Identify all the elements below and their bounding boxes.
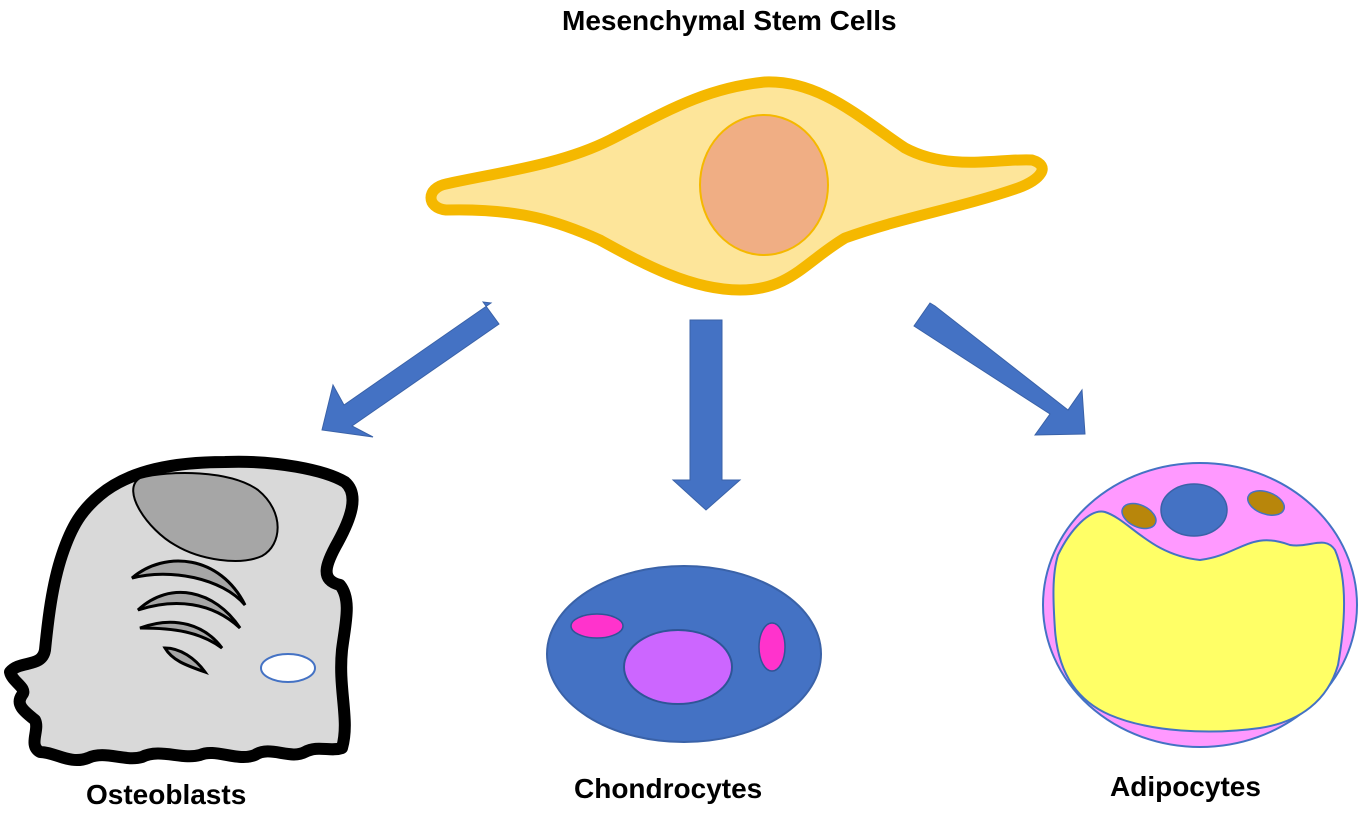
adipocyte-granule-left <box>1121 502 1157 530</box>
chondrocyte-granule-right <box>758 622 786 672</box>
chondrocytes-label: Chondrocytes <box>574 773 763 804</box>
adipocyte-lipid-droplet <box>1052 510 1345 733</box>
arrow-to-osteoblasts <box>321 301 500 438</box>
adipocytes-label: Adipocytes <box>1110 771 1261 802</box>
golgi-band-1 <box>131 559 247 606</box>
osteoblast-nucleus <box>132 472 279 562</box>
chondrocyte-cell <box>546 565 822 743</box>
osteoblasts-label: Osteoblasts <box>86 779 247 810</box>
stem-cell-nucleus <box>699 114 829 256</box>
arrow-to-adipocytes <box>913 302 1086 436</box>
golgi-band-3 <box>139 620 224 650</box>
osteoblast-cell <box>4 455 359 767</box>
arrow-to-chondrocytes <box>671 319 742 511</box>
chondrocyte-granule-left <box>570 613 624 639</box>
osteoblast-vesicle <box>260 653 316 683</box>
mesenchymal-stem-cell <box>425 76 1048 296</box>
golgi-band-4 <box>162 646 209 675</box>
golgi-band-2 <box>136 590 242 630</box>
adipocyte-nucleus <box>1160 483 1228 537</box>
chondrocyte-nucleus <box>623 629 733 705</box>
adipocyte-granule-right <box>1247 490 1285 516</box>
adipocyte-cell <box>1042 462 1358 748</box>
diagram-title: Mesenchymal Stem Cells <box>562 5 897 36</box>
